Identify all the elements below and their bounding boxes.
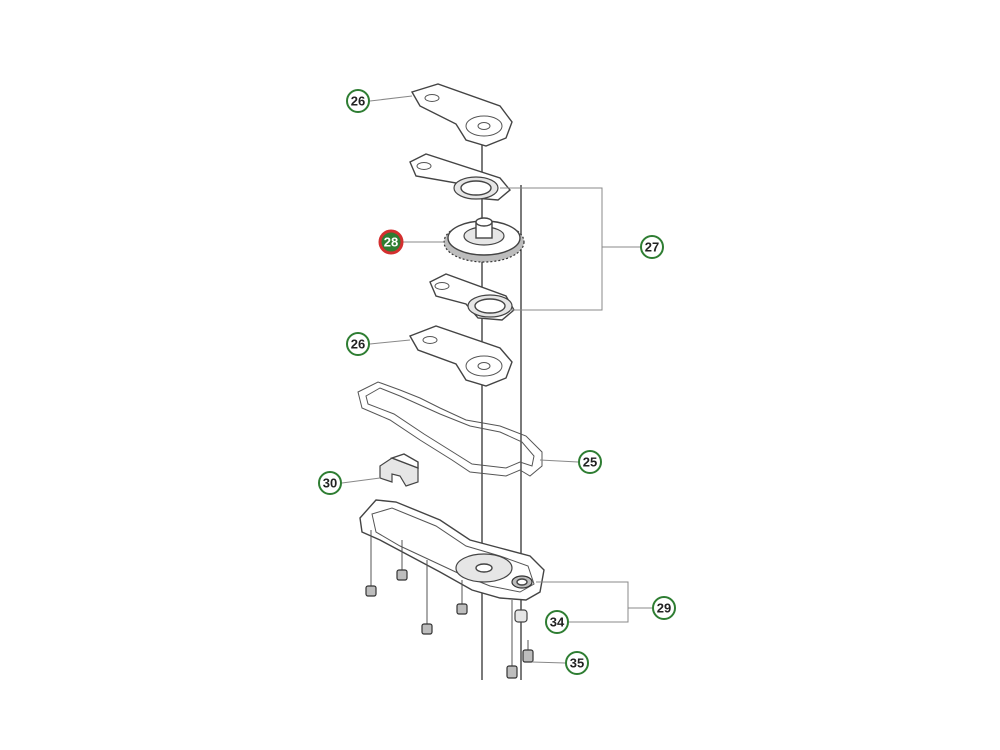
part-28-gear[interactable] bbox=[443, 217, 525, 263]
part-34-pin[interactable] bbox=[514, 609, 528, 623]
callout-label: 29 bbox=[657, 601, 671, 616]
leader-lines bbox=[341, 95, 652, 664]
callout-label: 34 bbox=[550, 615, 565, 630]
callout-25[interactable]: 25 bbox=[578, 450, 602, 474]
callout-label: 25 bbox=[583, 455, 597, 470]
part-29-housing[interactable] bbox=[359, 499, 545, 601]
part-25-gasket[interactable] bbox=[357, 381, 543, 477]
callout-label: 35 bbox=[570, 656, 584, 671]
callout-29[interactable]: 29 bbox=[652, 596, 676, 620]
part-35-screws[interactable] bbox=[365, 530, 534, 679]
callout-30[interactable]: 30 bbox=[318, 471, 342, 495]
callout-27[interactable]: 27 bbox=[640, 235, 664, 259]
screw[interactable] bbox=[456, 580, 468, 615]
callout-35[interactable]: 35 bbox=[565, 651, 589, 675]
callout-label: 30 bbox=[323, 476, 337, 491]
callout-26-lower[interactable]: 26 bbox=[346, 332, 370, 356]
callout-label: 26 bbox=[351, 337, 365, 352]
screw[interactable] bbox=[365, 530, 377, 597]
part-27-upper-arm[interactable] bbox=[409, 153, 511, 201]
part-30-clip[interactable] bbox=[379, 453, 419, 487]
screw[interactable] bbox=[396, 540, 408, 581]
callout-label: 26 bbox=[351, 94, 365, 109]
callout-label: 27 bbox=[645, 240, 659, 255]
part-27-lower-arm[interactable] bbox=[429, 273, 515, 321]
callout-26-upper[interactable]: 26 bbox=[346, 89, 370, 113]
screw[interactable] bbox=[506, 600, 518, 679]
callout-label: 28 bbox=[384, 235, 398, 250]
callout-28-selected[interactable]: 28 bbox=[378, 229, 404, 255]
callout-34[interactable]: 34 bbox=[545, 610, 569, 634]
part-26-upper-plate[interactable] bbox=[410, 83, 513, 147]
screw[interactable] bbox=[421, 560, 433, 635]
part-26-lower-plate[interactable] bbox=[408, 325, 513, 387]
screw[interactable] bbox=[522, 640, 534, 663]
